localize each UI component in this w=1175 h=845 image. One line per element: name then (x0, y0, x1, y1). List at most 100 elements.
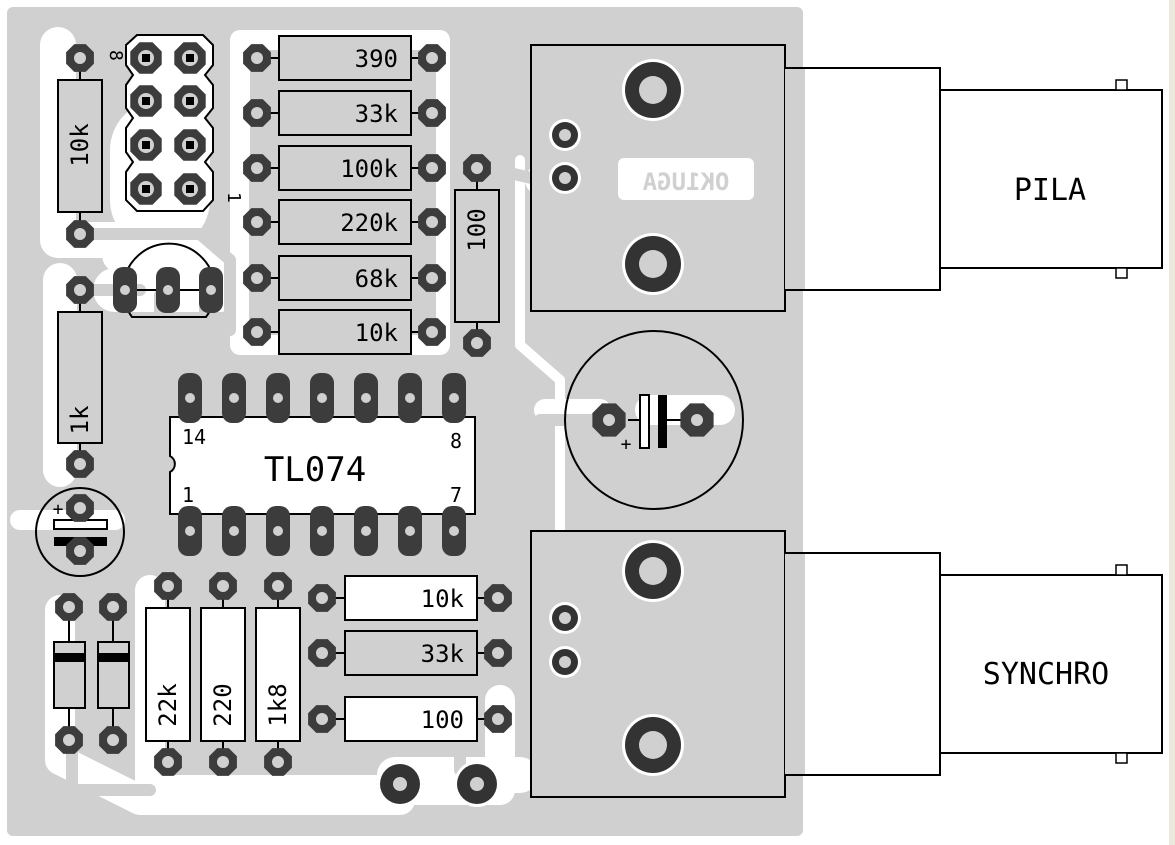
side-strip (1169, 0, 1175, 845)
resistor-value: 100k (340, 155, 398, 183)
resistor-value: 68k (355, 265, 399, 293)
resistor-pad (484, 705, 512, 733)
ic-pin-pad (266, 373, 290, 423)
resistor-220k: 220k (243, 199, 446, 245)
resistor-body (278, 145, 412, 191)
bnc-signal-pad (549, 119, 581, 151)
bnc-pin-tab (1115, 79, 1128, 91)
resistor-pad (209, 748, 237, 776)
resistor-value: 22k (154, 683, 182, 727)
resistor-pad (463, 154, 491, 182)
diode-body (97, 641, 130, 709)
resistor-pad (308, 705, 336, 733)
resistor-100k: 100k (243, 145, 446, 191)
resistor-10k: 10k (243, 309, 446, 355)
resistor-value: 10k (355, 319, 399, 347)
resistor-pad (243, 44, 271, 72)
diode-pad (99, 593, 127, 621)
resistor-pad (243, 208, 271, 236)
resistor-pad (308, 584, 336, 612)
resistor-pad (66, 44, 94, 72)
bnc-label-pila: PILA (1014, 173, 1086, 208)
bnc-signal-pad (549, 602, 581, 634)
capacitor-outline (564, 330, 744, 510)
resistor-pad (418, 44, 446, 72)
board-edge-overlap (785, 68, 805, 290)
header-pin-pad (174, 42, 206, 74)
bnc-mount-pad (622, 233, 684, 295)
bnc-pin-tab (1115, 752, 1128, 764)
resistor-body (57, 79, 103, 213)
resistor-pad (484, 584, 512, 612)
ic-pin-pad (178, 373, 202, 423)
ic-part-label: TL074 (264, 450, 366, 490)
header-pin1-label: 1 (223, 192, 244, 203)
resistor-body (278, 90, 412, 136)
resistor-body (278, 199, 412, 245)
resistor-pad (484, 639, 512, 667)
board-edge-overlap (785, 553, 805, 775)
resistor-body (344, 696, 478, 742)
resistor-33k: 33k (243, 90, 446, 136)
header-pin-pad (130, 129, 162, 161)
resistor-33k: 33k (308, 630, 512, 676)
diode-pad (99, 726, 127, 754)
ic-pin-pad (222, 373, 246, 423)
ic-pin-pad (398, 506, 422, 556)
pin-header-2x4: 8 1 (105, 34, 244, 212)
capacitor-pad (66, 537, 94, 565)
resistor-390: 390 (243, 35, 446, 81)
resistor-pad (243, 318, 271, 346)
capacitor-plate-negative (658, 395, 667, 448)
resistor-value: 100 (421, 706, 464, 734)
ic-pin14-label: 14 (182, 425, 206, 449)
resistor-value: 100 (463, 208, 491, 251)
resistor-body (278, 309, 412, 355)
resistor-value: 33k (355, 100, 399, 128)
resistor-pad (243, 154, 271, 182)
bnc-body (784, 552, 941, 776)
resistor-68k: 68k (243, 255, 446, 301)
resistor-body (255, 607, 301, 742)
header-outline (125, 34, 214, 212)
ic-pin-pad (266, 506, 290, 556)
resistor-value: 10k (66, 123, 94, 167)
resistor-group-vertical: 22k 220 1k8 (145, 572, 301, 776)
ic-pin-pad (442, 373, 466, 423)
ic-pin8-label: 8 (450, 429, 462, 453)
diode-body (53, 641, 86, 709)
resistor-value: 1k8 (264, 683, 292, 726)
capacitor-polarity: + (53, 499, 64, 520)
resistor-pad (418, 264, 446, 292)
bnc-pin-tab (1115, 267, 1128, 279)
resistor-body (57, 311, 103, 444)
resistor-body (344, 630, 478, 676)
transistor-pad (199, 267, 223, 313)
capacitor-pad (680, 403, 714, 437)
diode-right (97, 620, 130, 728)
ic-pin-pad (398, 373, 422, 423)
copper-text-block: OK1UGA (618, 158, 754, 200)
resistor-body (145, 607, 191, 742)
resistor-body (278, 255, 412, 301)
resistor-body (454, 189, 500, 323)
resistor-value: 220 (209, 683, 237, 726)
diode-pad (55, 726, 83, 754)
bnc-pin-tab (1115, 564, 1128, 576)
resistor-100: 100 (308, 696, 512, 742)
bnc-mount-pad (622, 59, 684, 121)
resistor-pad (418, 154, 446, 182)
capacitor-electrolytic-large: + (564, 330, 744, 510)
ic-pin-pad (222, 506, 246, 556)
resistor-pad (66, 276, 94, 304)
ic-pin-pad (354, 506, 378, 556)
resistor-22k: 22k (145, 572, 191, 776)
resistor-pad (66, 450, 94, 478)
header-pin8-label: 8 (105, 50, 126, 61)
diode-left (53, 620, 86, 728)
copper-text-clearance (618, 158, 754, 200)
capacitor-pad (66, 494, 94, 522)
resistor-1k8: 1k8 (255, 572, 301, 776)
ic-pin-pad (178, 506, 202, 556)
